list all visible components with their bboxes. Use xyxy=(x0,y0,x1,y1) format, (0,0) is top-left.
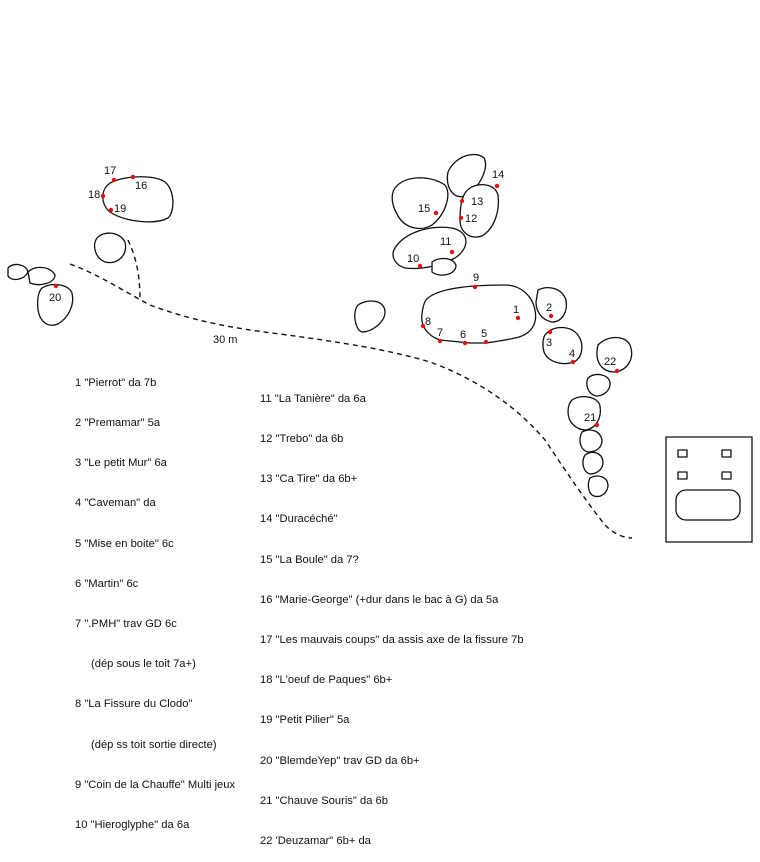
dot-11 xyxy=(449,249,455,255)
route-numbers: 1 2 3 4 5 6 7 8 9 10 11 12 13 14 15 16 1… xyxy=(49,165,616,424)
legend-item: 2 "Premamar" 5a xyxy=(75,417,161,430)
boulder-chain-a xyxy=(586,373,611,397)
legend-item: 11 "La Tanière" da 6a xyxy=(260,392,366,405)
dot-13 xyxy=(459,198,465,204)
legend-item: 13 "Ca Tire" da 6b+ xyxy=(260,473,358,486)
boulder-10-11 xyxy=(392,226,467,270)
inset-block-b xyxy=(721,449,732,458)
dot-18 xyxy=(100,193,106,199)
dot-20 xyxy=(53,283,59,289)
label-13: 13 xyxy=(471,196,483,208)
dot-15 xyxy=(433,210,439,216)
label-3: 3 xyxy=(546,337,552,349)
legend-item: 18 "L'oeuf de Paques" 6b+ xyxy=(260,674,393,687)
legend-item: 10 "Hieroglyphe" da 6a xyxy=(75,819,190,832)
label-9: 9 xyxy=(473,272,479,284)
boulder-2 xyxy=(535,287,568,323)
dot-7 xyxy=(437,338,443,344)
boulder-chain-d xyxy=(587,475,609,498)
label-20: 20 xyxy=(49,292,61,304)
legend-item: 12 "Trebo" da 6b xyxy=(260,433,344,446)
dot-10 xyxy=(417,263,423,269)
dot-6 xyxy=(462,340,468,346)
legend-item: 8 "La Fissure du Clodo" xyxy=(75,698,193,711)
label-1: 1 xyxy=(513,304,519,316)
label-4: 4 xyxy=(569,348,575,360)
legend-item: 7 ".PMH" trav GD 6c xyxy=(75,618,177,631)
inset-block-c xyxy=(677,471,688,480)
inset-block-main xyxy=(675,489,741,521)
label-10: 10 xyxy=(407,253,419,265)
label-15: 15 xyxy=(418,203,430,215)
dot-2 xyxy=(548,313,554,319)
scale-label: 30 m xyxy=(213,334,237,346)
label-18: 18 xyxy=(88,189,100,201)
label-16: 16 xyxy=(135,180,147,192)
approach-path xyxy=(69,263,633,539)
legend-item: 15 "La Boule" da 7? xyxy=(260,553,359,566)
branch-path xyxy=(127,239,141,301)
legend-item: 19 "Petit Pilier" 5a xyxy=(260,714,350,727)
dot-5 xyxy=(483,339,489,345)
label-22: 22 xyxy=(604,356,616,368)
boulder-20 xyxy=(36,283,74,326)
dot-19 xyxy=(108,207,114,213)
label-19: 19 xyxy=(114,203,126,215)
legend-item: 1 "Pierrot" da 7b xyxy=(75,376,157,389)
legend-item: 9 "Coin de la Chauffe" Multi jeux xyxy=(75,778,236,791)
dot-17 xyxy=(111,177,117,183)
topo-map: 30 m xyxy=(7,153,753,543)
boulder-20-top-a xyxy=(7,263,29,281)
legend-item: 20 "BlemdeYep" trav GD da 6b+ xyxy=(260,754,420,767)
legend-item: 14 "Duracéché" xyxy=(260,513,338,526)
inset-block-d xyxy=(721,471,732,480)
boulder-20-top-b xyxy=(27,266,56,286)
dot-4 xyxy=(570,359,576,365)
dot-8 xyxy=(420,323,426,329)
legend-routes-11-22: 11 "La Tanière" da 6a 12 "Trebo" da 6b 1… xyxy=(260,366,524,862)
legend-item: 16 "Marie-George" (+dur dans le bac à G)… xyxy=(260,593,499,606)
dot-3 xyxy=(547,329,553,335)
label-2: 2 xyxy=(546,302,552,314)
legend-item: 22 'Deuzamar" 6b+ da xyxy=(260,835,371,848)
label-8: 8 xyxy=(425,316,431,328)
route-markers xyxy=(53,174,620,428)
legend-item: 4 "Caveman" da xyxy=(75,497,156,510)
boulder-15 xyxy=(391,177,449,230)
legend-item: 21 "Chauve Souris" da 6b xyxy=(260,794,388,807)
legend-routes-1-10: 1 "Pierrot" da 7b 2 "Premamar" 5a 3 "Le … xyxy=(75,350,235,846)
inset-block-a xyxy=(677,449,688,458)
dot-22 xyxy=(614,368,620,374)
label-14: 14 xyxy=(492,169,504,181)
dot-16 xyxy=(130,174,136,180)
dot-14 xyxy=(494,183,500,189)
dot-21 xyxy=(594,422,600,428)
legend-item-note: (dép sous le toit 7a+) xyxy=(91,658,196,671)
label-7: 7 xyxy=(437,327,443,339)
boulder-chain-b xyxy=(579,429,603,453)
legend-item: 6 "Martin" 6c xyxy=(75,577,139,590)
legend-item: 3 "Le petit Mur" 6a xyxy=(75,457,167,470)
dot-9 xyxy=(472,284,478,290)
boulder-isolated xyxy=(354,300,386,333)
boulder-small-11 xyxy=(431,257,457,276)
boulder-main xyxy=(421,284,537,344)
label-6: 6 xyxy=(460,329,466,341)
label-12: 12 xyxy=(465,213,477,225)
boulder-17-19 xyxy=(102,176,174,223)
label-21: 21 xyxy=(584,412,596,424)
label-17: 17 xyxy=(104,165,116,177)
label-5: 5 xyxy=(481,328,487,340)
legend-item-note: (dép ss toit sortie directe) xyxy=(91,738,217,751)
legend-item: 5 "Mise en boite" 6c xyxy=(75,537,174,550)
boulder-chain-c xyxy=(582,451,604,475)
dot-1 xyxy=(515,315,521,321)
legend-item: 17 "Les mauvais coups" da assis axe de l… xyxy=(260,634,524,647)
boulder-22 xyxy=(596,336,633,373)
label-11: 11 xyxy=(440,236,451,248)
boulder-12-14 xyxy=(459,184,500,238)
boulder-small-left xyxy=(94,232,127,264)
dot-12 xyxy=(458,215,464,221)
